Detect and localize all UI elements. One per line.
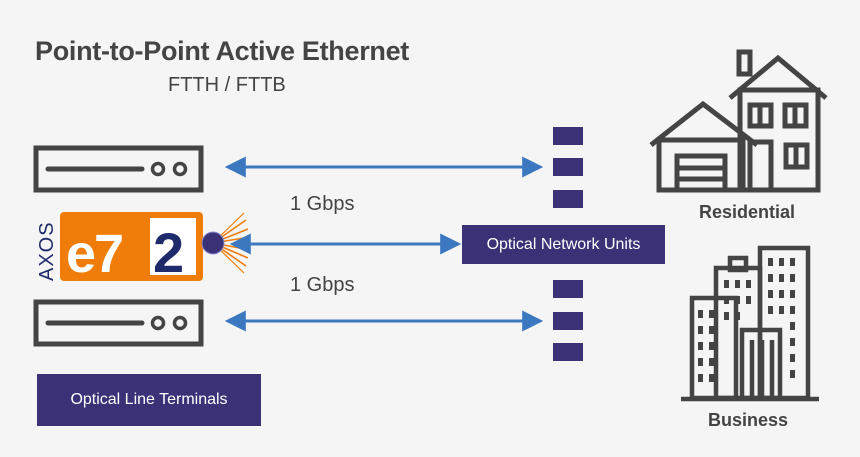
business-label: Business <box>708 410 789 430</box>
olt-label: Optical Line Terminals <box>70 391 228 408</box>
onu-label: Optical Network Units <box>486 235 641 253</box>
speed-label-bottom: 1 Gbps <box>290 274 355 296</box>
page-title: Point-to-Point Active Ethernet <box>35 36 409 66</box>
olt-server-bottom-icon <box>33 299 204 347</box>
onu-label-box: Optical Network Units <box>462 225 665 264</box>
residential-label: Residential <box>699 202 796 222</box>
house-icon <box>649 49 828 193</box>
logo-number-text: 2 <box>153 221 184 284</box>
office-buildings-icon <box>681 245 819 402</box>
page-subtitle: FTTH / FTTB <box>168 74 286 96</box>
onu-stack-bottom <box>553 280 583 361</box>
speed-label-top: 1 Gbps <box>290 193 355 215</box>
olt-server-top-icon <box>33 145 204 193</box>
axos-logo-text: AXOS <box>36 221 58 281</box>
e7-logo-text: e7 <box>66 224 122 284</box>
olt-label-box: Optical Line Terminals <box>37 374 261 426</box>
onu-stack-top <box>553 127 583 208</box>
axos-e72-logo: AXOS e7 2 <box>36 212 203 284</box>
